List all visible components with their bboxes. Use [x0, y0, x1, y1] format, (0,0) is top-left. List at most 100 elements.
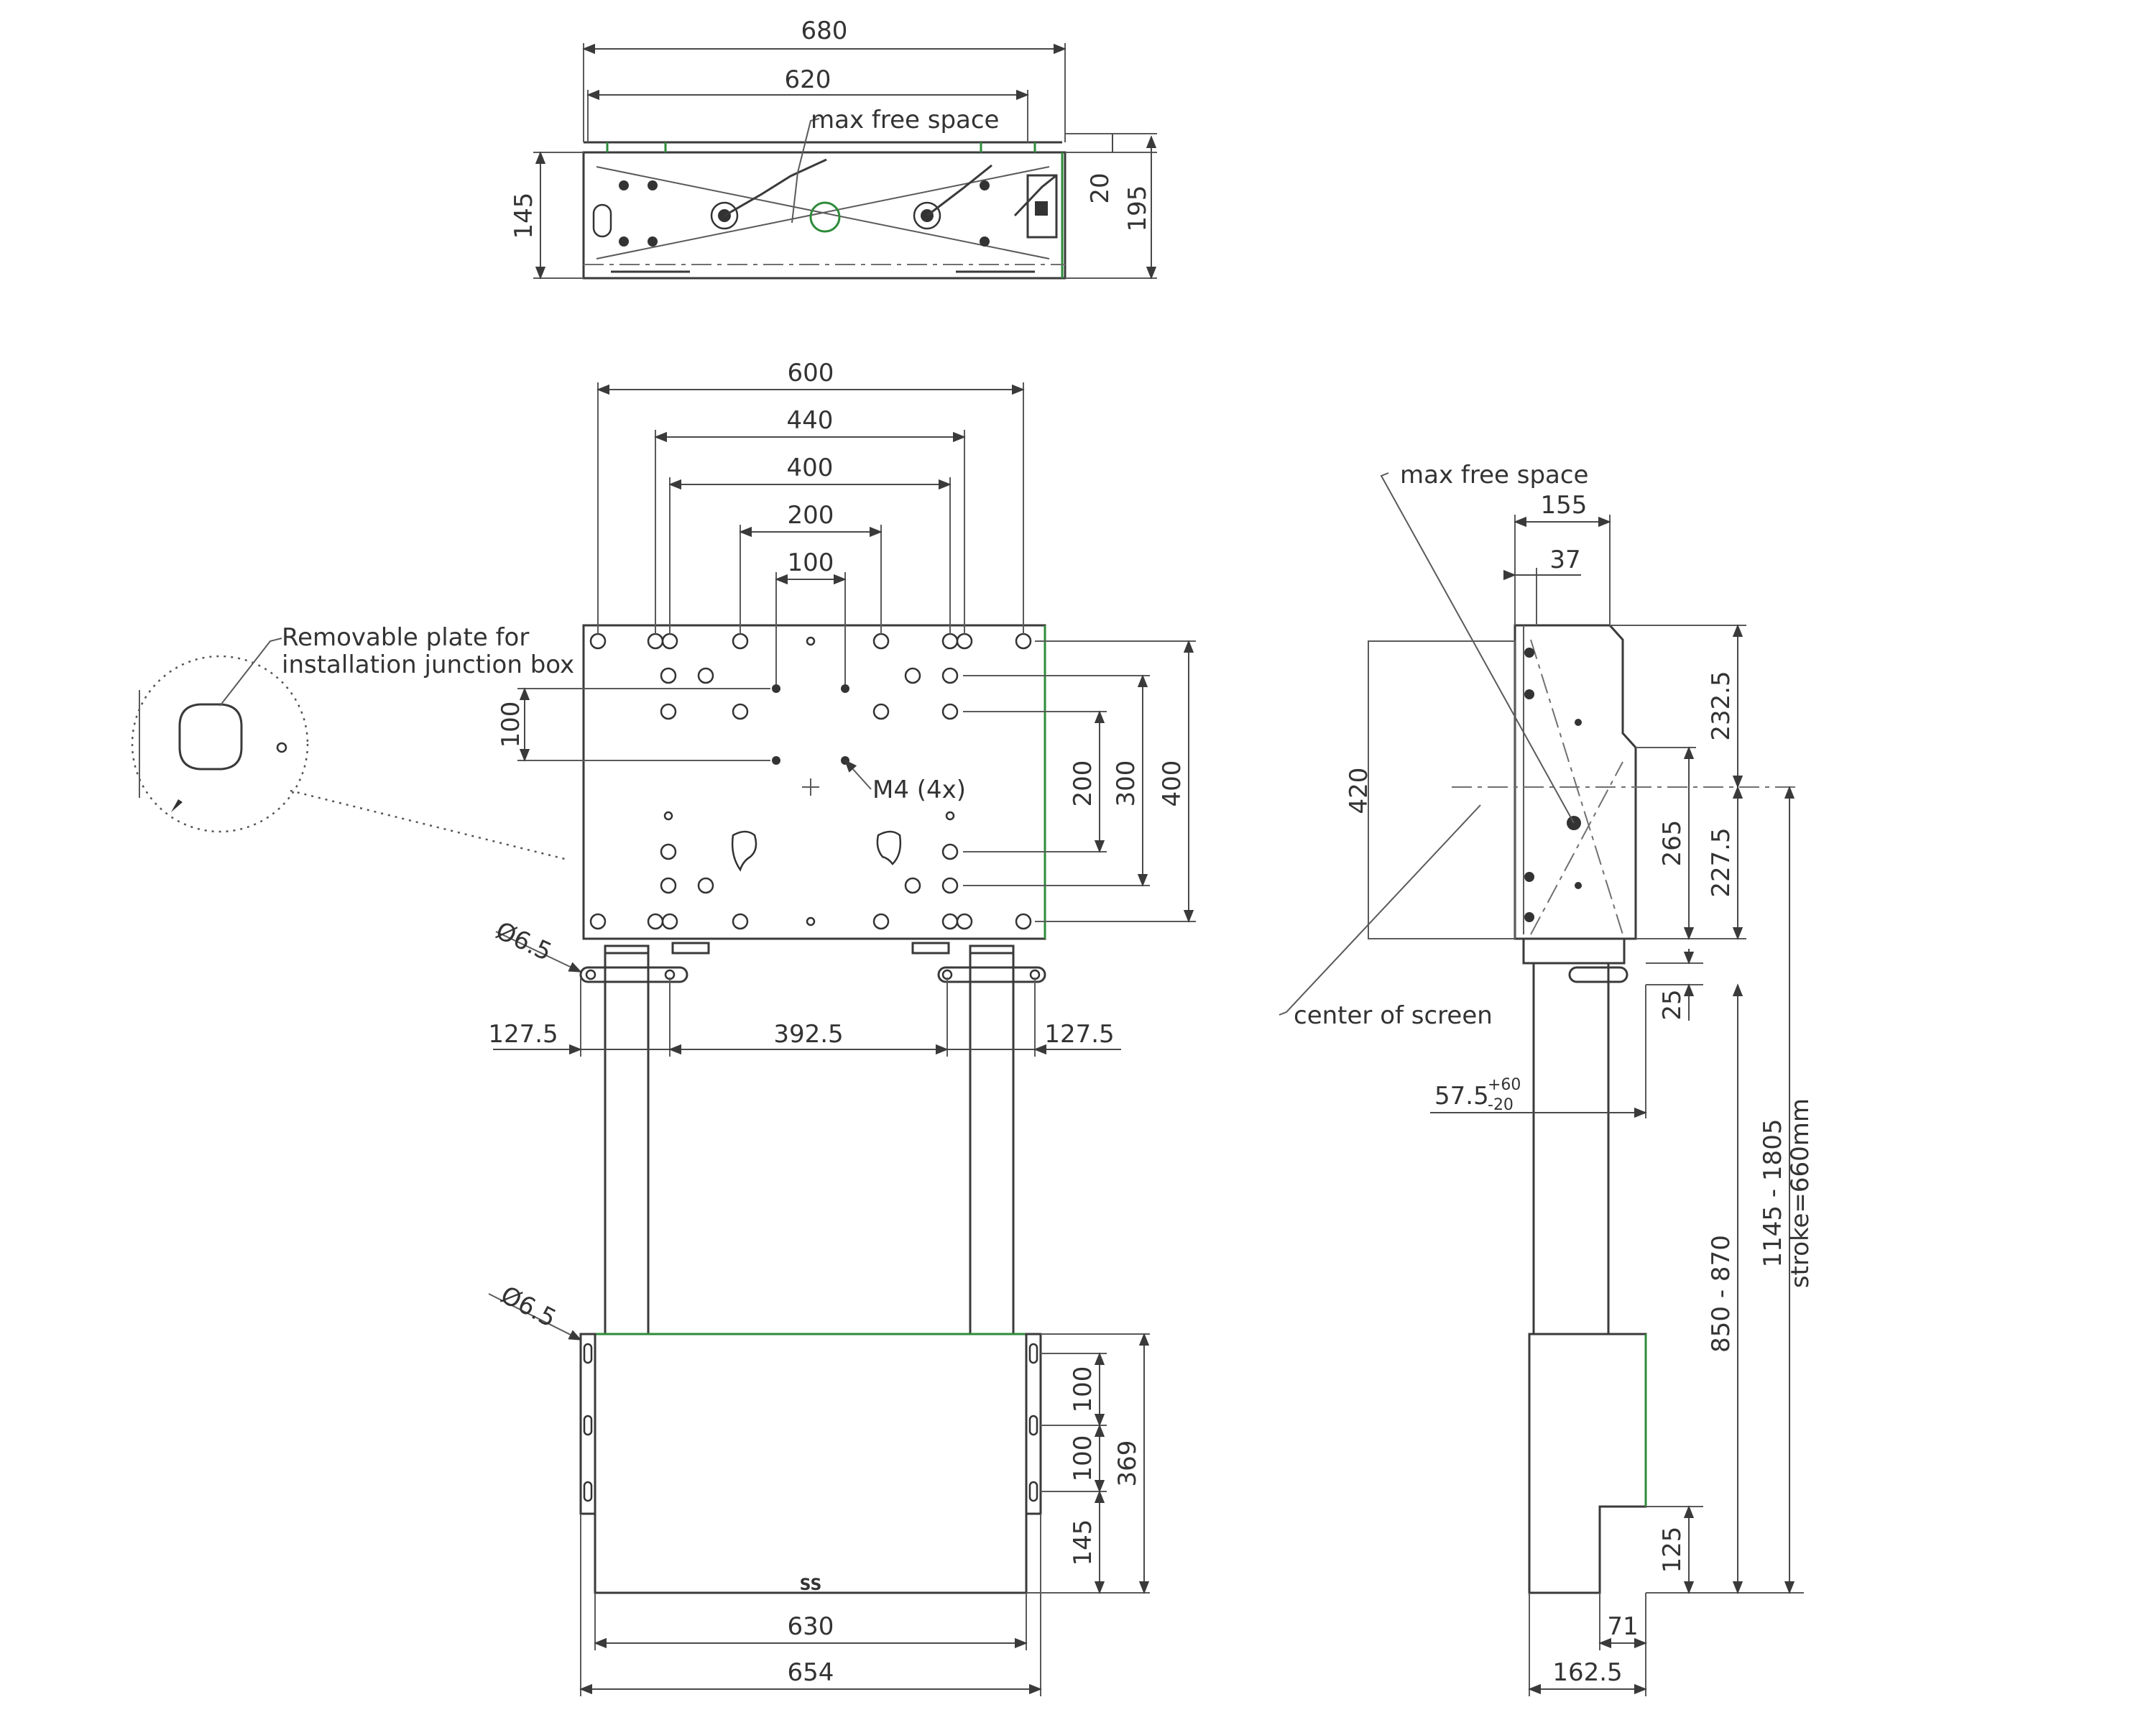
dim-145-label: 145 — [510, 193, 538, 239]
front-view: M4 (4x) 600 440 400 200 100 — [131, 359, 1196, 1696]
small-hole — [663, 811, 673, 821]
clamp-left-ear — [671, 942, 710, 955]
keyhole — [660, 877, 677, 894]
hole-dia-bottom-leader — [488, 1293, 582, 1341]
max-free-space-label-top: max free space — [811, 106, 999, 134]
dim-654-label: 654 — [788, 1658, 834, 1687]
keyhole — [732, 633, 749, 650]
junction-box-plate — [178, 703, 243, 771]
top-view-body — [582, 151, 1067, 280]
max-free-space-label-side: max free space — [1400, 461, 1588, 489]
side-hole — [1524, 912, 1534, 922]
dim-127-5-left-label: 127.5 — [488, 1020, 558, 1049]
side-view: center of screen max free space 155 37 4… — [1279, 461, 1815, 1696]
dim-1145-1805-label: 1145 - 1805 — [1759, 1119, 1787, 1268]
side-clamp-handle — [1568, 966, 1628, 983]
small-hole — [945, 811, 955, 821]
post-right — [969, 952, 1015, 1335]
keyhole — [647, 913, 664, 930]
max-free-space-leader-top — [791, 118, 820, 224]
top-view-hole — [648, 236, 658, 247]
dim-v100-label: 100 — [497, 702, 525, 748]
dim-57-5-tol-plus: +60 — [1488, 1076, 1521, 1094]
keyhole — [872, 633, 890, 650]
keyhole — [697, 877, 714, 894]
dim-680-label: 680 — [801, 17, 848, 45]
keyhole — [732, 913, 749, 930]
top-view-slot-hole — [592, 203, 612, 238]
removable-plate-label-2: installation junction box — [282, 650, 574, 679]
dim-195-label: 195 — [1123, 185, 1152, 232]
keyhole — [941, 913, 959, 930]
keyhole — [956, 633, 973, 650]
dim-620-label: 620 — [785, 65, 831, 94]
keyhole — [904, 667, 921, 684]
dim-127-5-right-label: 127.5 — [1044, 1020, 1114, 1049]
top-view-diagonal-b — [596, 166, 1050, 259]
hole-dia-bottom-label: Ø6.5 — [496, 1281, 561, 1333]
detail-mark — [171, 799, 183, 812]
base-flange-right — [1025, 1333, 1042, 1515]
keyhole — [660, 667, 677, 684]
front-height-dims: 100 200 300 400 — [497, 640, 1196, 923]
keyhole — [872, 703, 890, 720]
keyhole — [1015, 633, 1032, 650]
cable-opening-left — [731, 830, 757, 872]
front-width-dims: 600 440 400 200 100 — [596, 359, 1025, 684]
clamp-right-block — [969, 944, 1015, 969]
front-mounting-plate — [582, 624, 1046, 940]
m4-hole — [841, 684, 849, 693]
base-slot — [583, 1343, 593, 1364]
detail-hole — [276, 742, 287, 753]
clamp-left-block — [604, 944, 650, 969]
m4-label: M4 (4x) — [872, 776, 966, 804]
base-logo: SS — [800, 1576, 822, 1594]
dim-420-label: 420 — [1345, 768, 1373, 814]
post-left — [604, 952, 650, 1335]
center-of-screen-label: center of screen — [1294, 1001, 1493, 1030]
side-hole — [1575, 719, 1582, 726]
max-free-space-leader-side — [1380, 472, 1575, 824]
keyhole — [660, 843, 677, 860]
dim-37-label: 37 — [1549, 546, 1580, 574]
detail-circle — [131, 655, 309, 833]
top-view-hole — [619, 180, 629, 190]
keyhole — [904, 877, 921, 894]
keyhole — [1015, 913, 1032, 930]
top-view-hole — [619, 236, 629, 247]
top-view-cable-right — [926, 164, 992, 217]
dim-25-label: 25 — [1658, 989, 1687, 1020]
dim-850-870-label: 850 - 870 — [1707, 1235, 1736, 1353]
m4-leader — [844, 759, 872, 790]
dim-392-5-label: 392.5 — [773, 1020, 843, 1049]
side-head-diagonal-b — [1530, 761, 1623, 935]
detail-link — [290, 789, 568, 861]
dim-v400-label: 400 — [1158, 760, 1187, 807]
base-slot — [583, 1415, 593, 1436]
keyhole — [941, 877, 959, 894]
keyhole — [941, 633, 959, 650]
top-view-cable-right-2 — [1013, 174, 1057, 217]
dim-20-label: 20 — [1086, 173, 1115, 203]
base-slot — [1028, 1481, 1038, 1502]
dim-57-5-label: 57.5 — [1434, 1082, 1489, 1111]
keyhole — [661, 913, 678, 930]
keyhole — [872, 913, 890, 930]
keyhole — [647, 633, 664, 650]
dim-v300-label: 300 — [1112, 760, 1141, 807]
dim-base-145-label: 145 — [1069, 1519, 1097, 1566]
top-view-cable-opening — [809, 201, 841, 233]
hole-dia-top-label: Ø6.5 — [492, 916, 556, 967]
keyhole-slots — [589, 633, 1032, 930]
keyhole — [941, 703, 959, 720]
dim-400-label: 400 — [787, 454, 834, 482]
keyhole — [941, 843, 959, 860]
top-view-hole — [980, 236, 990, 247]
dim-base-100a-label: 100 — [1069, 1366, 1097, 1413]
base-slot — [1028, 1415, 1038, 1436]
dim-200-label: 200 — [788, 501, 834, 530]
side-hole — [1524, 872, 1534, 882]
base-slot — [1028, 1343, 1038, 1364]
dim-base-100b-label: 100 — [1069, 1435, 1097, 1482]
